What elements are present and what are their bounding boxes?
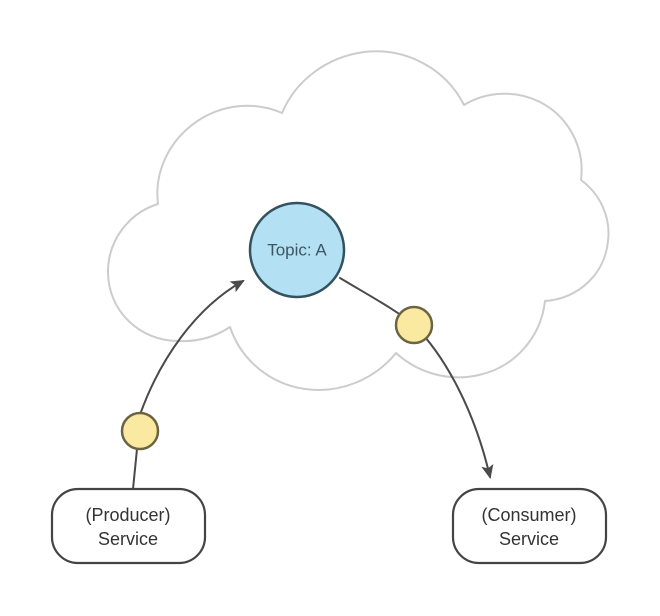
publish-edge — [140, 279, 245, 413]
topic-circle[interactable] — [248, 201, 346, 299]
producer-service-label-line2: Service — [98, 529, 158, 549]
producer-connector — [132, 448, 138, 490]
producer-service[interactable]: (Producer) Service — [50, 487, 207, 565]
topic-node[interactable]: Topic: A — [248, 201, 346, 299]
consumer-service-label-line1: (Consumer) — [481, 505, 576, 525]
consumer-service[interactable]: (Consumer) Service — [451, 487, 608, 565]
topic-label: Topic: A — [267, 240, 327, 259]
consumer-message-dot[interactable] — [394, 305, 434, 345]
consumer-service-box[interactable] — [451, 487, 608, 565]
message-broker-cloud — [107, 50, 610, 391]
consumer-service-label-line2: Service — [499, 529, 559, 549]
producer-message-dot[interactable] — [120, 411, 160, 451]
producer-service-label-line1: (Producer) — [85, 505, 170, 525]
producer-service-box[interactable] — [50, 487, 207, 565]
